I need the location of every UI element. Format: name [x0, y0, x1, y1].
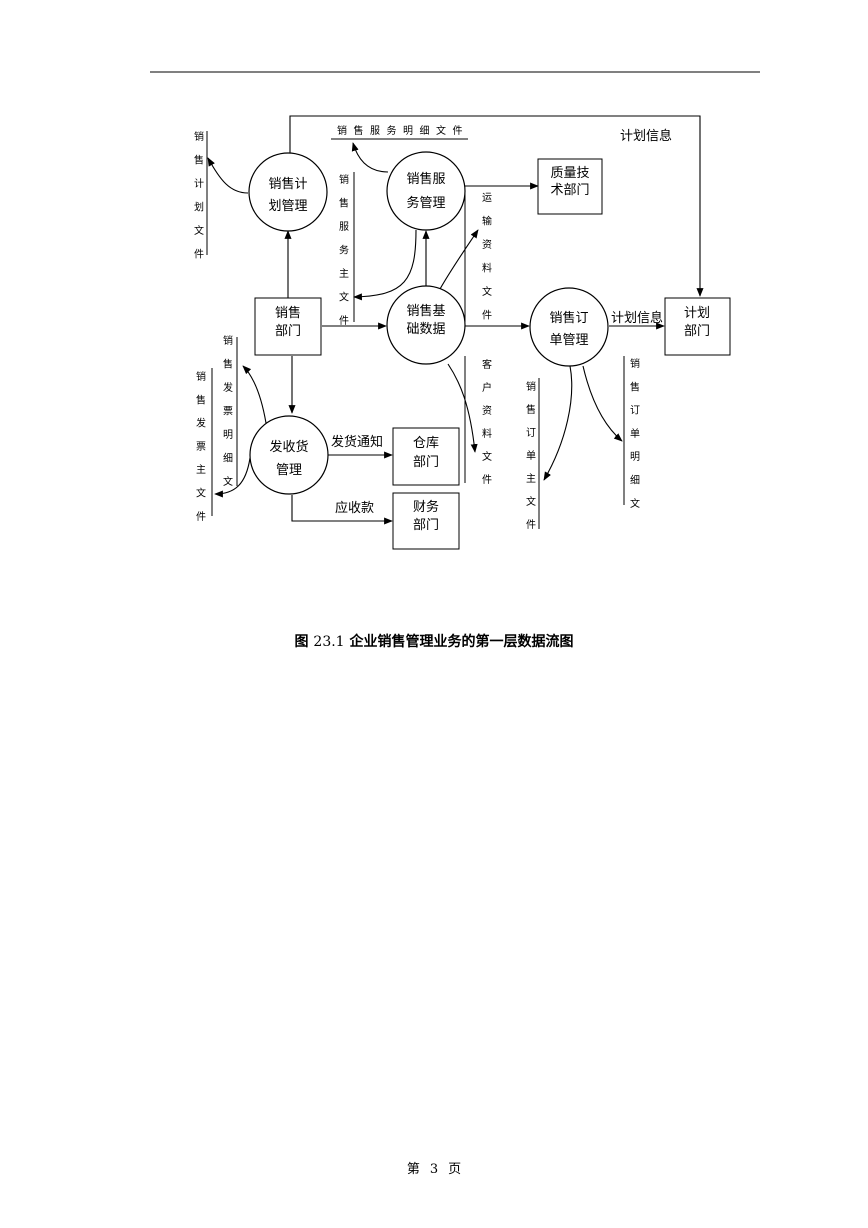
footer-suffix: 页	[448, 1162, 462, 1177]
svg-text:划管理: 划管理	[268, 199, 307, 214]
svg-text:术部门: 术部门	[550, 183, 589, 198]
caption-text: 企业销售管理业务的第一层数据流图	[349, 634, 574, 650]
svg-text:计划: 计划	[684, 306, 710, 321]
svg-text:部门: 部门	[275, 324, 301, 339]
flow-service-to-detail-file	[351, 142, 389, 173]
svg-text:部门: 部门	[684, 324, 710, 339]
svg-text:务管理: 务管理	[406, 195, 445, 211]
entity-finance-dept: 财务 部门	[392, 492, 460, 550]
store-label-invoice-detail-file: 销售发票明细文	[223, 334, 233, 488]
flow-label-plan-info-top: 计划信息	[620, 128, 672, 144]
svg-text:部门: 部门	[413, 455, 439, 470]
svg-text:单管理: 单管理	[549, 333, 588, 348]
flow-label-receivables: 应收款	[335, 500, 374, 516]
store-label-plan-file: 销售计划文件	[194, 130, 204, 261]
flow-plan-info-top	[289, 115, 704, 297]
svg-text:管理: 管理	[276, 463, 302, 478]
flow-receivables	[291, 495, 393, 525]
svg-text:财务: 财务	[413, 499, 439, 515]
svg-text:销售计: 销售计	[268, 176, 307, 192]
store-label-invoice-master-file: 销售发票主文件	[196, 370, 206, 523]
svg-text:仓库: 仓库	[413, 435, 439, 451]
svg-text:销售服: 销售服	[406, 171, 445, 187]
flow-service-to-master-file	[353, 229, 417, 301]
flow-label-plan-info-right: 计划信息	[611, 310, 663, 326]
caption-prefix: 图	[294, 634, 309, 650]
process-order-mgmt: 销售订 单管理	[529, 287, 609, 367]
process-shipping-mgmt: 发收货 管理	[249, 415, 329, 495]
store-label-customer-file: 客户资料文件	[482, 358, 492, 486]
footer-prefix: 第	[406, 1162, 420, 1177]
process-base-data: 销售基 础数据	[386, 285, 466, 365]
flow-base-to-transport-file	[439, 229, 479, 290]
svg-text:质量技: 质量技	[550, 166, 589, 181]
svg-text:部门: 部门	[413, 518, 439, 533]
flow-order-to-detail-file	[582, 365, 623, 442]
flow-shipping-to-invoice-detail	[242, 365, 267, 424]
flow-shipping-to-invoice-master	[214, 457, 251, 498]
flow-order-to-master-file	[543, 365, 573, 481]
entity-warehouse-dept: 仓库 部门	[392, 427, 460, 486]
caption-number: 23.1	[313, 634, 345, 650]
process-service-mgmt: 销售服 务管理	[386, 151, 466, 231]
store-label-order-master-file: 销售订单主文件	[526, 380, 536, 531]
figure-caption: 图 23.1 企业销售管理业务的第一层数据流图	[0, 631, 868, 651]
process-plan-mgmt: 销售计 划管理	[248, 152, 328, 232]
svg-text:发收货: 发收货	[269, 439, 308, 455]
svg-text:销售订: 销售订	[549, 310, 588, 326]
flow-plan-to-plan-file	[207, 157, 249, 194]
entity-quality-dept: 质量技 术部门	[537, 158, 603, 215]
page-number: 3	[429, 1162, 439, 1177]
entity-sales-dept: 销售 部门	[254, 297, 322, 356]
store-label-service-master-file: 销售服务主文件	[339, 173, 349, 327]
svg-text:销售: 销售	[275, 305, 301, 321]
svg-text:销售基: 销售基	[406, 303, 445, 319]
flow-base-to-customer-file	[447, 363, 478, 453]
entity-planning-dept: 计划 部门	[664, 297, 731, 356]
flow-label-ship-notice: 发货通知	[331, 434, 383, 450]
store-label-transport-file: 运输资料文件	[482, 192, 492, 322]
store-label-order-detail-file: 销售订单明细文	[630, 357, 640, 510]
store-label-service-detail: 销售服务明细文件	[337, 124, 469, 137]
svg-text:础数据: 础数据	[406, 322, 445, 337]
